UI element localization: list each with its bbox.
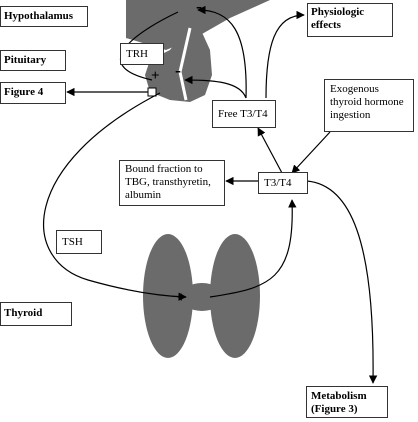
bound-fraction-label: Bound fraction to TBG, transthyretin, al… xyxy=(119,160,225,206)
minus-sign-hypothalamus: - xyxy=(196,0,202,16)
junction-square xyxy=(147,87,157,97)
pituitary-label: Pituitary xyxy=(0,50,66,71)
tsh-label: TSH xyxy=(56,230,102,254)
pituitary-divider xyxy=(178,27,192,101)
figure4-label: Figure 4 xyxy=(0,82,66,104)
feedback-to-pituitary xyxy=(184,75,247,99)
plus-sign-thyroid: + xyxy=(177,290,186,306)
plus-sign-pituitary: + xyxy=(151,68,160,84)
pituitary-shape xyxy=(145,28,212,102)
thyroid-right-lobe xyxy=(210,234,260,358)
hypothalamus-shape xyxy=(126,0,270,50)
arrow-to-physiologic xyxy=(265,10,305,99)
free-t3t4-label: Free T3/T4 xyxy=(212,100,276,128)
t3t4-to-free xyxy=(257,127,283,174)
thyroid-to-t3t4 xyxy=(209,199,297,298)
minus-sign-pituitary: - xyxy=(175,60,181,80)
hypothalamus-label: Hypothalamus xyxy=(0,6,88,27)
tsh-curve xyxy=(43,92,187,301)
exogenous-label: Exogenous thyroid hormone ingestion xyxy=(324,79,414,132)
trh-label: TRH xyxy=(120,43,164,65)
feedback-to-hypothalamus xyxy=(197,5,247,99)
metabolism-label: Metabolism (Figure 3) xyxy=(306,386,388,418)
physiologic-effects-label: Physiologic effects xyxy=(307,3,393,37)
thyroid-isthmus xyxy=(180,283,224,311)
thyroid-label: Thyroid xyxy=(0,302,72,326)
t3t4-label: T3/T4 xyxy=(258,172,308,194)
t3t4-to-metabolism xyxy=(306,180,378,384)
exogenous-to-t3t4 xyxy=(291,131,331,174)
